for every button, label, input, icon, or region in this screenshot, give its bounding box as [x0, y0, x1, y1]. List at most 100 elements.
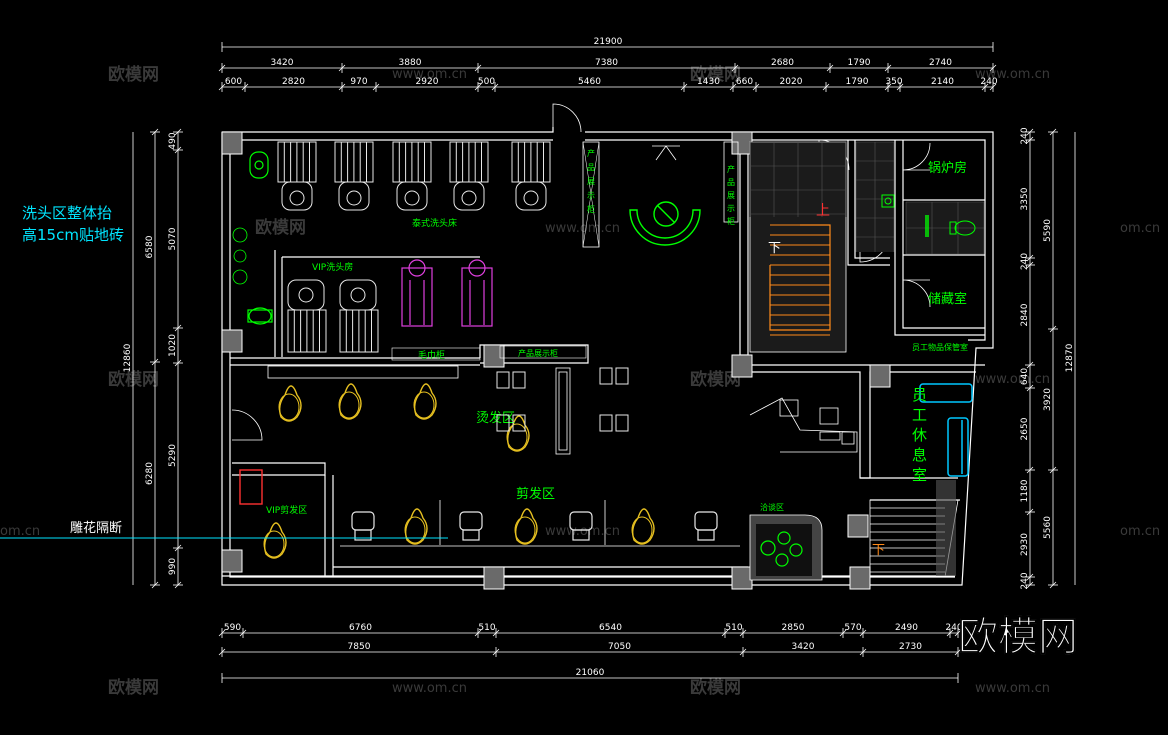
back-staircase: 下 [869, 480, 959, 578]
stairs-down-label-2: 下 [872, 543, 885, 558]
dimension-value: 5290 [168, 444, 178, 467]
column [483, 344, 505, 368]
wash-bed [392, 141, 432, 211]
massage-bed-head [468, 259, 486, 277]
column [849, 566, 871, 590]
vertical-label-char: 品 [727, 178, 735, 187]
dimension-value: 1180 [1020, 479, 1030, 502]
dimension-total: 12860 [123, 343, 133, 372]
dimension-value: 240 [1020, 253, 1030, 270]
staff-office [749, 397, 858, 453]
dimension-value: 6760 [349, 623, 372, 633]
dimension-total: 21060 [576, 668, 605, 678]
watermark-brand: 欧模网 [108, 677, 159, 698]
watermark-brand: 欧模网 [255, 217, 306, 238]
watermark-brand: 欧模网 [108, 369, 159, 390]
dimension-value: 2930 [1020, 533, 1030, 556]
dimension-value: 3920 [1043, 388, 1053, 411]
cutting-chairs [263, 508, 718, 559]
dimension-value: 970 [350, 77, 367, 87]
dimension-value: 5560 [1043, 516, 1053, 539]
toilet-icon [949, 220, 976, 236]
watermark-site: www.om.cn [975, 67, 1050, 82]
dimension-total: 12870 [1065, 343, 1075, 372]
waiting-chair-set [599, 414, 629, 432]
dimension-value: 3350 [1020, 187, 1030, 210]
dimension-value: 2140 [931, 77, 954, 87]
dimension-value: 2850 [782, 623, 805, 633]
column [731, 566, 753, 590]
dimension-value: 990 [168, 558, 178, 575]
dimension-value: 640 [1020, 368, 1030, 385]
product-rack-left: 产品展示柜 [582, 141, 600, 248]
dimension-value: 1020 [168, 334, 178, 357]
waiting-chair-set [496, 371, 526, 389]
stairs-up-label: 上 [816, 203, 830, 219]
wash-bed [511, 141, 551, 211]
cut-area-dividers [340, 500, 740, 547]
product-rack-right: 产品展示柜 [723, 141, 739, 226]
dimension-value: 5070 [168, 227, 178, 250]
partition-note: 雕花隔断 [70, 520, 122, 536]
column [731, 131, 753, 155]
staff-sofa [919, 383, 973, 477]
watermark-site: www.om.cn [392, 681, 467, 696]
dimension-value: 5460 [578, 77, 601, 87]
service-rooms: 锅炉房 储藏室 员工物品保管室 [855, 141, 985, 352]
salon-chair [569, 511, 593, 541]
staff-rest-char: 休 [912, 426, 927, 444]
dimension-value: 240 [945, 623, 962, 633]
vip-wash-room: VIP洗头房 [287, 259, 493, 353]
watermark-site: www.om.cn [975, 681, 1050, 696]
wash-bed [334, 141, 374, 211]
column [847, 514, 869, 538]
dimension-value: 660 [736, 77, 753, 87]
wash-bed [277, 141, 317, 211]
wash-floor-note-line1: 洗头区整体抬 [22, 204, 112, 222]
column [221, 131, 243, 155]
brand-logo: 欧模网 [958, 614, 1078, 660]
stairs-down-label: 下 [768, 241, 781, 256]
column [221, 549, 243, 573]
dimension-value: 6580 [145, 235, 155, 258]
dimension-value: 3420 [792, 642, 815, 652]
dimension-value: 2020 [780, 77, 803, 87]
entrance-light [652, 145, 680, 161]
reception-desk [629, 201, 701, 246]
perm-chairs [278, 383, 530, 452]
column [221, 329, 243, 353]
dimension-value: 490 [168, 132, 178, 149]
talk-area: 洽谈区 [749, 502, 823, 581]
dimension-value: 240 [980, 77, 997, 87]
waiting-chair-set [599, 367, 629, 385]
dimension-value: 2730 [899, 642, 922, 652]
towel-cabinet: 毛巾柜 [391, 347, 481, 361]
vip-wash-label: VIP洗头房 [312, 261, 353, 273]
watermark-site: www.om.cn [975, 372, 1050, 387]
dimension-lines [132, 42, 1076, 683]
svg-text:毛巾柜: 毛巾柜 [418, 349, 445, 361]
dimension-value: 2680 [771, 58, 794, 68]
vip-cut-area: VIP剪发区 [239, 469, 307, 516]
dimension-value: 590 [224, 623, 241, 633]
salon-chair [351, 511, 375, 541]
cut-area-label: 剪发区 [516, 486, 555, 502]
dimension-value: 2490 [895, 623, 918, 633]
vertical-label-char: 柜 [587, 204, 595, 214]
staff-rest-char: 工 [912, 406, 927, 424]
watermark-site: www.om.cn [545, 524, 620, 539]
watermark-site: om.cn [0, 524, 40, 539]
dimension-value: 1790 [848, 58, 871, 68]
watermark-brand: 欧模网 [690, 677, 741, 698]
sink-icon [247, 307, 273, 325]
dimension-value: 500 [478, 77, 495, 87]
sink-icon [881, 194, 895, 208]
dimension-value: 2840 [1020, 303, 1030, 326]
vertical-label-char: 展 [587, 177, 595, 186]
dimension-value: 1790 [846, 77, 869, 87]
storage-room-label: 储藏室 [928, 291, 967, 307]
dimension-value: 240 [1020, 572, 1030, 589]
mirror-counter [267, 365, 459, 379]
main-staircase: 上 下 [749, 141, 847, 353]
